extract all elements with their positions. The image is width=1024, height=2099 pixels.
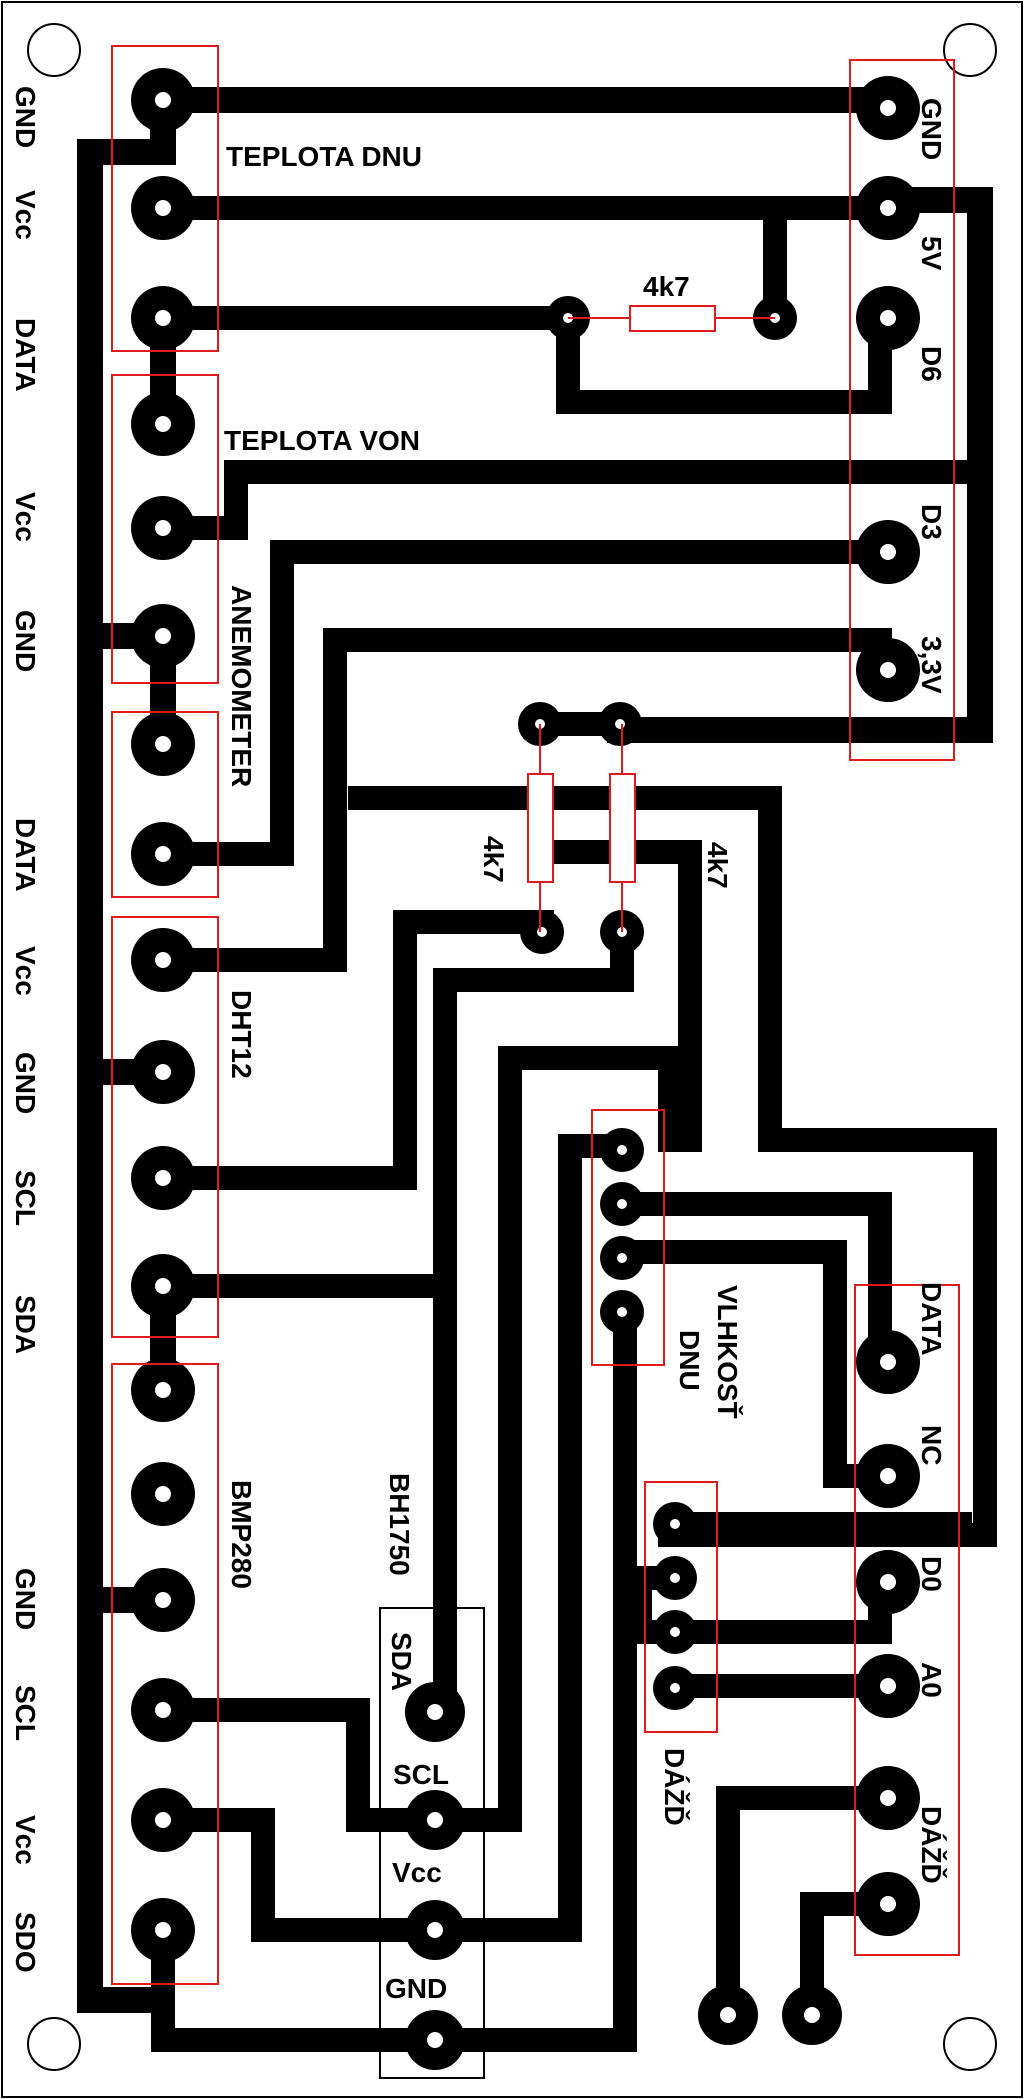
label-resistor-1: 4k7 bbox=[643, 271, 690, 302]
pads-dazd-module bbox=[653, 1502, 697, 1710]
label-left-vcc-3: Vcc bbox=[10, 946, 41, 996]
label-bh-gnd: GND bbox=[385, 1973, 447, 2004]
label-vlhkost-dnu: DNU bbox=[674, 1330, 705, 1391]
pads-vlhkost bbox=[600, 1128, 644, 1334]
resistor-3 bbox=[609, 773, 636, 883]
outline-teplota-dnu bbox=[111, 45, 219, 352]
label-right-5v: 5V bbox=[916, 236, 947, 271]
outline-bmp280 bbox=[111, 1363, 219, 1985]
label-left-vcc-2: Vcc bbox=[10, 492, 41, 542]
label-right-d6: D6 bbox=[916, 346, 947, 382]
resistor-labels: 4k7 4k7 4k7 bbox=[478, 271, 733, 889]
label-right-dazd: DÁŽĎ bbox=[916, 1806, 947, 1884]
pads-right bbox=[856, 76, 920, 1936]
trace-rain-1 bbox=[716, 1786, 892, 2027]
label-left-gnd-1: GND bbox=[10, 86, 41, 148]
pads-left bbox=[131, 68, 195, 1962]
mounting-hole-bottom-left bbox=[27, 2017, 81, 2071]
outline-dazd-module bbox=[644, 1481, 718, 1733]
mounting-hole-top-left bbox=[27, 23, 81, 77]
label-left-sdo: SDO bbox=[10, 1912, 41, 1973]
label-right-d0: D0 bbox=[916, 1556, 947, 1592]
resistor-1 bbox=[629, 305, 716, 332]
label-left-gnd-4: GND bbox=[10, 1568, 41, 1630]
trace-anemometer-d3 bbox=[151, 540, 892, 866]
outline-dht12 bbox=[111, 916, 219, 1338]
label-bh-vcc: Vcc bbox=[392, 1857, 442, 1888]
mounting-hole-top-right bbox=[943, 23, 997, 77]
label-right-a0: A0 bbox=[916, 1662, 947, 1698]
bh1750-pin-labels: SDA SCL Vcc GND bbox=[385, 1632, 449, 2004]
label-left-scl-1: SCL bbox=[10, 1170, 41, 1226]
right-lower-labels: DATA NC D0 A0 DÁŽĎ bbox=[916, 1282, 947, 1884]
label-bh-scl: SCL bbox=[393, 1759, 449, 1790]
pads-bh1750 bbox=[405, 1682, 465, 2070]
label-dht12: DHT12 bbox=[226, 990, 257, 1079]
outline-connector-bottom bbox=[854, 1284, 960, 1956]
trace-vcc-von bbox=[151, 460, 992, 540]
label-left-data-1: DATA bbox=[10, 318, 41, 392]
trace-dht-scl bbox=[151, 910, 554, 1190]
label-right-gnd: GND bbox=[916, 98, 947, 160]
label-resistor-3: 4k7 bbox=[702, 842, 733, 889]
label-right-d3: D3 bbox=[916, 504, 947, 540]
label-bh1750: BH1750 bbox=[384, 1473, 415, 1576]
outline-bh1750 bbox=[379, 1607, 485, 2079]
label-dazd-module: DÁŽĎ bbox=[659, 1748, 690, 1826]
right-column-labels: GND 5V D6 D3 3,3V bbox=[916, 98, 947, 694]
trace-vcc-bh bbox=[423, 1134, 634, 1942]
outline-teplota-von bbox=[111, 374, 219, 684]
trace-bmp-vcc bbox=[151, 1808, 447, 1942]
label-right-3v3: 3,3V bbox=[916, 636, 947, 694]
trace-dazd-d0 bbox=[628, 1566, 892, 1644]
label-left-data-2: DATA bbox=[10, 818, 41, 892]
trace-dht-sda bbox=[151, 918, 634, 1298]
pads-rain-plate bbox=[698, 1985, 842, 2045]
label-left-scl-2: SCL bbox=[10, 1685, 41, 1741]
label-left-vcc-4: Vcc bbox=[10, 1815, 41, 1865]
label-left-sda-1: SDA bbox=[10, 1295, 41, 1354]
left-column-labels: GND Vcc DATA Vcc GND DATA Vcc GND SCL SD… bbox=[10, 86, 41, 1973]
label-teplota-dnu: TEPLOTA DNU bbox=[226, 141, 422, 172]
outline-anemometer bbox=[111, 711, 219, 898]
label-anemometer: ANEMOMETER bbox=[226, 585, 257, 787]
label-resistor-2: 4k7 bbox=[478, 836, 509, 883]
trace-gnd-bus bbox=[77, 87, 176, 2013]
trace-bmp-scl bbox=[151, 1698, 447, 1832]
label-right-nc: NC bbox=[916, 1425, 947, 1465]
label-bmp280: BMP280 bbox=[226, 1480, 257, 1589]
module-labels: TEPLOTA DNU TEPLOTA VON ANEMOMETER DHT12… bbox=[224, 141, 743, 1826]
component-outlines bbox=[111, 45, 960, 2079]
label-teplota-von: TEPLOTA VON bbox=[224, 425, 420, 456]
resistor-2 bbox=[527, 773, 554, 883]
trace-resistor-mid bbox=[533, 840, 702, 1152]
label-vlhkost: VLHKOSŤ bbox=[712, 1285, 743, 1419]
label-right-data: DATA bbox=[916, 1282, 947, 1356]
label-bh-sda: SDA bbox=[386, 1632, 417, 1691]
outline-vlhkost bbox=[591, 1109, 665, 1366]
mounting-hole-bottom-right bbox=[943, 2017, 997, 2071]
outline-connector-top bbox=[849, 59, 955, 761]
label-left-gnd-3: GND bbox=[10, 1052, 41, 1114]
trace-vlhkost-data bbox=[610, 1192, 892, 1372]
label-left-vcc-1: Vcc bbox=[10, 190, 41, 240]
label-left-gnd-2: GND bbox=[10, 610, 41, 672]
trace-data-d6 bbox=[151, 306, 892, 414]
